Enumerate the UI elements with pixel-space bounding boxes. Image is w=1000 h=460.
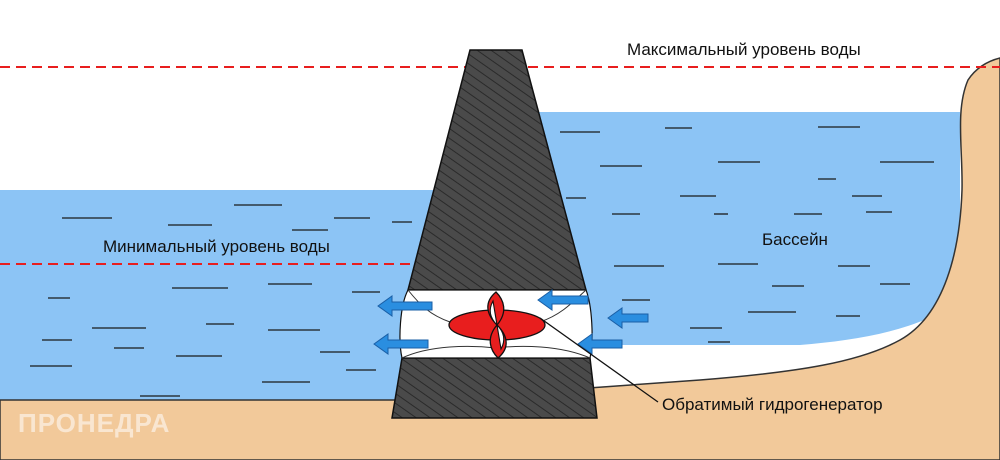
basin-label: Бассейн [762, 230, 828, 249]
turbine-blade-top-left [489, 299, 498, 327]
ground [0, 57, 1000, 460]
min-level-label: Минимальный уровень воды [103, 237, 330, 256]
upper-water-waves [560, 126, 934, 343]
generator-pointer [539, 317, 659, 403]
upper-basin-water [470, 112, 960, 345]
generator-label: Обратимый гидрогенератор [662, 395, 883, 414]
lower-water-waves [30, 204, 412, 397]
dam-lower [391, 357, 598, 419]
turbine-blade-bottom-right [496, 323, 505, 351]
arrow-left-outflow-2 [373, 333, 429, 355]
arrow-right-inflow-1 [537, 289, 589, 311]
turbine-passage-inner-right [539, 289, 587, 323]
reversible-turbine [448, 291, 546, 359]
max-level-label: Максимальный уровень воды [627, 40, 861, 59]
arrow-right-inflow-3 [577, 333, 623, 355]
flow-arrows [373, 289, 649, 355]
arrow-right-inflow-2 [607, 307, 649, 329]
watermark: ПРОНЕДРА [18, 408, 170, 438]
arrow-left-outflow-1 [377, 295, 433, 317]
